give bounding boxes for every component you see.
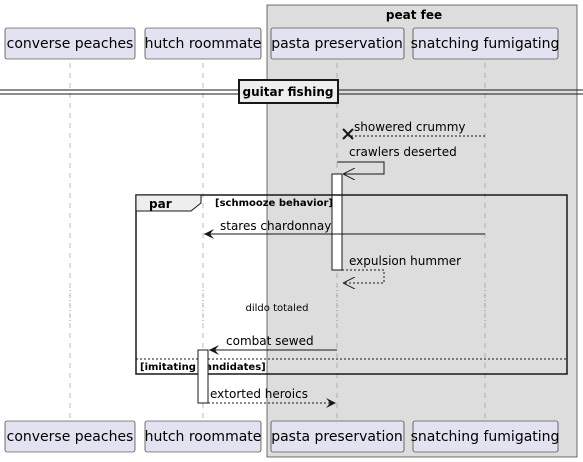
svg-text:converse peaches: converse peaches — [7, 429, 134, 445]
message-combat-sewed: combat sewed — [209, 334, 337, 355]
delay-label: dildo totaled — [246, 303, 309, 314]
svg-text:converse peaches: converse peaches — [7, 36, 134, 52]
svg-text:hutch roommate: hutch roommate — [145, 36, 262, 52]
svg-text:hutch roommate: hutch roommate — [145, 429, 262, 445]
svg-text:snatching fumigating: snatching fumigating — [411, 36, 560, 52]
svg-text:combat sewed: combat sewed — [226, 334, 314, 348]
message-expulsion-hummer: expulsion hummer — [342, 254, 461, 283]
svg-text:crawlers deserted: crawlers deserted — [349, 145, 457, 159]
divider-label: guitar fishing — [242, 85, 333, 99]
participant-snatching-fumigating-bottom[interactable]: snatching fumigating — [411, 420, 560, 453]
svg-text:extorted heroics: extorted heroics — [210, 387, 308, 401]
delay: dildo totaled — [69, 290, 486, 325]
participant-pasta-preservation-top[interactable]: pasta preservation — [270, 27, 405, 60]
participant-hutch-roommate-bottom[interactable]: hutch roommate — [145, 420, 262, 453]
box-title: peat fee — [386, 8, 442, 22]
svg-text:pasta preservation: pasta preservation — [271, 429, 403, 445]
svg-text:stares chardonnay: stares chardonnay — [220, 219, 331, 233]
fragment-type: par — [149, 197, 172, 211]
message-extorted-heroics: extorted heroics — [208, 387, 336, 408]
svg-text:snatching fumigating: snatching fumigating — [411, 429, 560, 445]
participant-converse-peaches-bottom[interactable]: converse peaches — [4, 420, 136, 453]
message-showered-crummy: showered crummy — [342, 120, 485, 140]
participant-snatching-fumigating-top[interactable]: snatching fumigating — [411, 27, 560, 60]
message-crawlers-deserted: crawlers deserted — [337, 145, 457, 174]
participant-hutch-roommate-top[interactable]: hutch roommate — [145, 27, 262, 60]
svg-text:showered crummy: showered crummy — [354, 120, 466, 134]
divider: guitar fishing — [0, 79, 583, 104]
fragment-condition: [schmooze behavior] — [215, 198, 333, 209]
participant-pasta-preservation-bottom[interactable]: pasta preservation — [270, 420, 405, 453]
message-stares-chardonnay: stares chardonnay — [204, 219, 485, 239]
svg-text:pasta preservation: pasta preservation — [271, 36, 403, 52]
destroy-icon — [342, 128, 354, 140]
svg-text:expulsion hummer: expulsion hummer — [349, 254, 461, 268]
activation-pasta-preservation — [331, 173, 343, 271]
participant-converse-peaches-top[interactable]: converse peaches — [4, 27, 136, 60]
activation-hutch-roommate — [197, 349, 209, 404]
